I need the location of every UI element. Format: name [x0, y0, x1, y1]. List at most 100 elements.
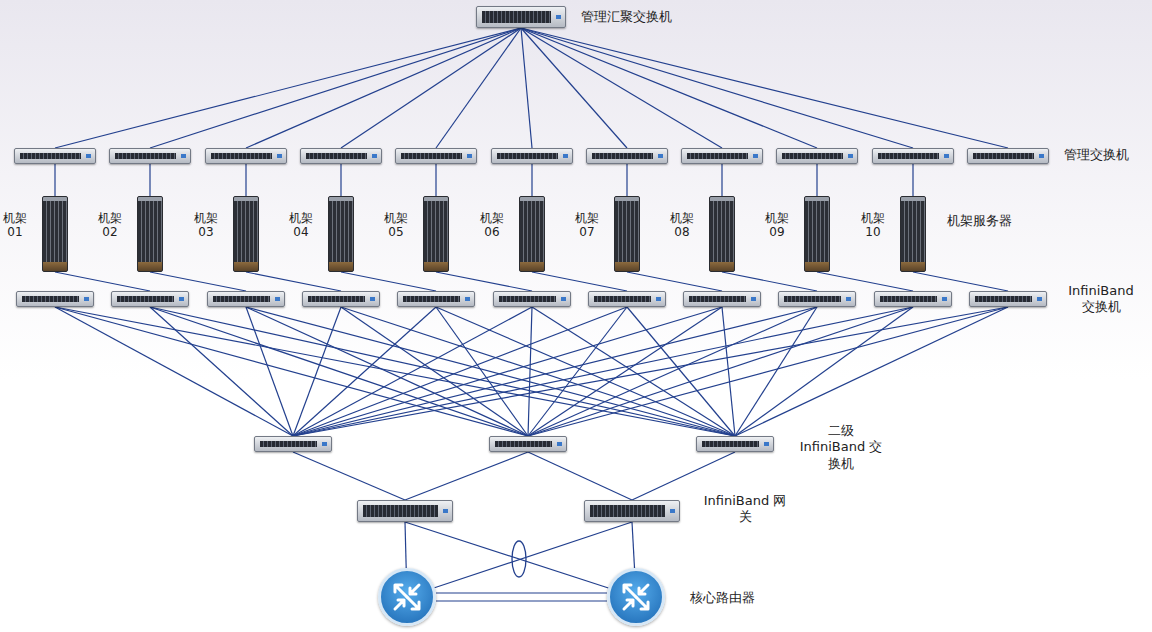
device-label: 机架 03 [190, 211, 222, 240]
network-switch: 二级 InfiniBand 交换机 [696, 436, 774, 452]
router-arrow [395, 585, 407, 597]
device-label: InfiniBand 交换机 [1060, 283, 1142, 316]
port-strip [973, 153, 1034, 159]
port-strip [590, 505, 665, 517]
device-label: 管理交换机 [1064, 147, 1129, 163]
network-link [528, 307, 1008, 436]
rack-server: 机架 09 [804, 196, 830, 272]
network-switch [776, 148, 858, 164]
network-link [913, 272, 1008, 291]
network-link [245, 164, 246, 196]
status-led [751, 297, 756, 301]
status-led [322, 442, 327, 446]
network-link [293, 307, 722, 436]
network-link [150, 307, 293, 436]
network-link [521, 28, 1008, 148]
network-switch [16, 291, 94, 307]
port-strip [782, 153, 843, 159]
network-link [435, 164, 436, 196]
router-arrow [636, 597, 648, 609]
network-switch [300, 148, 382, 164]
router-arrow [624, 600, 633, 609]
status-led [179, 297, 184, 301]
network-link [55, 28, 521, 148]
port-strip [497, 153, 558, 159]
network-link [55, 307, 528, 436]
network-switch [111, 291, 189, 307]
port-strip [213, 296, 270, 302]
port-strip [260, 441, 317, 447]
network-switch [681, 148, 763, 164]
status-led [465, 297, 470, 301]
device-label: 机架 05 [380, 211, 412, 240]
network-link [293, 307, 532, 436]
network-link [721, 164, 722, 196]
port-strip [211, 153, 272, 159]
port-strip [499, 296, 556, 302]
status-led [563, 154, 568, 158]
port-strip [880, 296, 937, 302]
port-strip [22, 296, 79, 302]
device-label: 机架 07 [571, 211, 603, 240]
router-arrow [624, 585, 636, 597]
network-switch [586, 148, 668, 164]
status-led [846, 297, 851, 301]
status-led [1039, 154, 1044, 158]
status-led [670, 509, 675, 513]
device-label: 机架 04 [285, 211, 317, 240]
network-link [405, 452, 528, 500]
status-led [556, 15, 561, 19]
network-link [341, 272, 436, 291]
network-link [405, 522, 406, 568]
network-switch [489, 436, 567, 452]
status-led [86, 154, 91, 158]
network-switch [493, 291, 571, 307]
network-switch [588, 291, 666, 307]
router-arrow [639, 585, 648, 594]
rack-server: 机架 10机架服务器 [900, 196, 926, 272]
device-label: 机架 02 [94, 211, 126, 240]
port-strip [401, 153, 462, 159]
network-link [293, 307, 817, 436]
router-arrow [395, 600, 404, 609]
rack-server: 机架 03 [233, 196, 259, 272]
network-link [735, 307, 913, 436]
network-link [722, 272, 817, 291]
network-link [528, 452, 632, 500]
network-link [150, 307, 528, 436]
router-arrow [410, 585, 419, 594]
network-switch [357, 500, 453, 522]
core-router [378, 568, 436, 626]
network-link [632, 522, 635, 568]
network-link [816, 164, 817, 196]
rack-server: 机架 07 [614, 196, 640, 272]
rack-server: 机架 05 [423, 196, 449, 272]
network-link [722, 307, 735, 436]
network-switch: 管理交换机 [967, 148, 1049, 164]
device-label: 机架服务器 [947, 213, 1012, 229]
device-label: 机架 09 [761, 211, 793, 240]
port-strip [594, 296, 651, 302]
status-led [848, 154, 853, 158]
rack-server: 机架 08 [709, 196, 735, 272]
network-switch [109, 148, 191, 164]
network-link [246, 307, 293, 436]
status-led [277, 154, 282, 158]
status-led [84, 297, 89, 301]
network-link [436, 593, 607, 601]
network-link [817, 272, 913, 291]
network-link [293, 307, 1008, 436]
network-link [293, 307, 627, 436]
network-link [528, 307, 817, 436]
network-switch: 管理汇聚交换机 [476, 6, 566, 28]
port-strip [20, 153, 81, 159]
port-strip [784, 296, 841, 302]
status-led [942, 297, 947, 301]
router-arrows [610, 571, 662, 623]
device-label: 管理汇聚交换机 [581, 9, 672, 25]
core-router: 核心路由器 [607, 568, 665, 626]
port-strip [117, 296, 174, 302]
network-link [341, 307, 528, 436]
